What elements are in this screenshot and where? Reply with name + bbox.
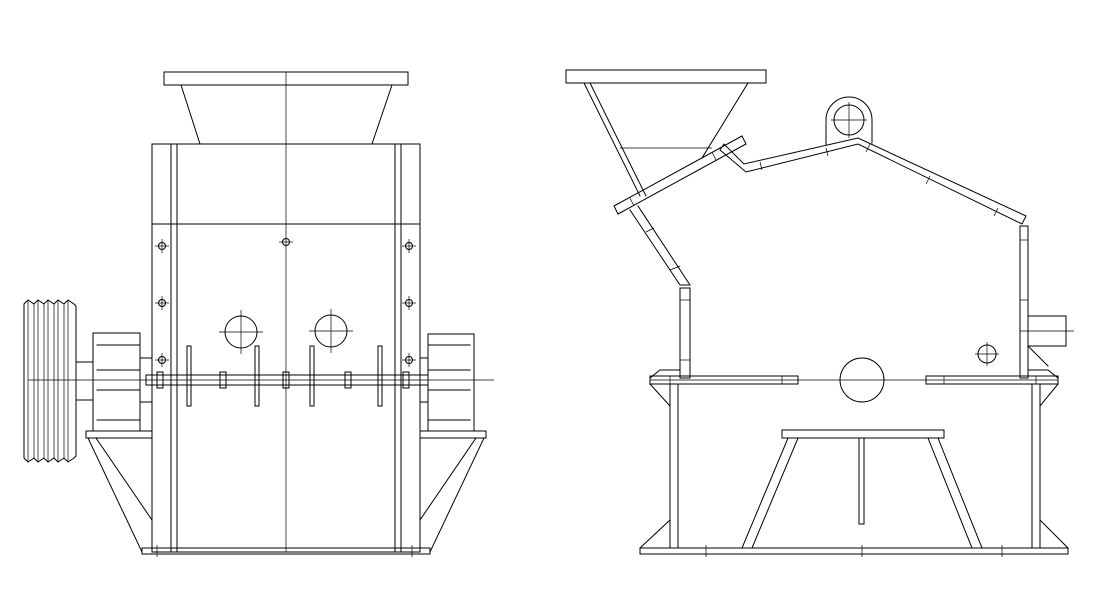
front-housing [151,143,421,553]
side-lifting-lug [825,96,873,146]
side-view [565,69,1074,557]
side-feed-plate [613,135,747,215]
side-right-wall [1019,225,1074,379]
bolt-icon [975,342,999,366]
bolt-icon [402,296,416,310]
front-bolts [155,238,416,367]
front-hammers [186,345,383,407]
front-inspection-holes [219,309,353,354]
bolt-icon [279,238,293,246]
side-deck [649,369,1059,385]
bolt-icon [402,239,416,253]
front-base-frame [85,430,487,557]
front-rotor-shaft [28,371,494,389]
side-grate-support [741,429,983,549]
side-base-frame [639,383,1069,557]
front-left-bearing [75,332,153,432]
front-pulley [23,299,77,463]
front-view [23,71,494,557]
side-left-chute [629,205,691,379]
side-rotor [650,357,1058,403]
bolt-icon [402,353,416,367]
front-right-bearing [419,333,475,432]
side-roof [719,137,1027,225]
bolt-icon [155,296,169,310]
bolt-icon [155,239,169,253]
side-feed-hopper [565,69,767,197]
bolt-icon [155,353,169,367]
